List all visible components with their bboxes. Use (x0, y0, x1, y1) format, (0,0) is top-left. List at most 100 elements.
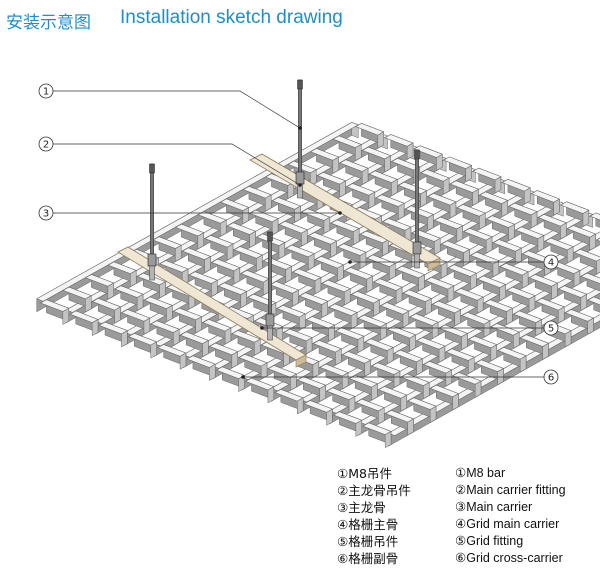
callout-circle (38, 83, 54, 99)
bar-top (409, 313, 439, 326)
bar-top (350, 290, 381, 304)
grid-cross-bar (377, 386, 408, 412)
bar-top (330, 219, 360, 233)
bar-top (341, 351, 372, 364)
bar-top (91, 297, 122, 311)
bar-top (390, 157, 421, 171)
grid-cross-bar (587, 296, 600, 313)
bar-top (447, 264, 478, 277)
bar-top (416, 337, 446, 350)
bar-top (452, 372, 482, 385)
grid-cross-bar (449, 180, 480, 206)
bar-top (186, 355, 216, 368)
grid-cross-bar (127, 332, 158, 359)
grid-cross-bar (157, 344, 187, 370)
grid-cross-bar (91, 297, 122, 324)
callout-6: 6 (241, 369, 559, 385)
grid-cross-bar (483, 299, 514, 325)
grid-cross-bar (440, 240, 471, 267)
callout-2: 2 (38, 136, 302, 187)
grid-cross-bar (217, 282, 248, 309)
grid-cross-bar (442, 156, 473, 183)
grid-cross-bar (197, 211, 227, 237)
legend-item-en: ④Grid main carrier (455, 517, 560, 531)
grid-cross-bar (242, 185, 272, 212)
bar-top (377, 386, 408, 399)
bar-top (476, 275, 507, 289)
grid-cross-bar (341, 351, 372, 377)
bar-top (361, 146, 392, 160)
bar-top (544, 237, 574, 251)
grid-cross-bar (375, 194, 405, 220)
bar-top (397, 181, 428, 195)
grid-cross-bar (452, 372, 482, 398)
grid-cross-bar (454, 288, 484, 314)
bar-top (305, 316, 336, 329)
bar-top (463, 227, 493, 241)
bar-top (267, 365, 298, 378)
grid-cross-bar (361, 146, 392, 173)
bar-top (62, 286, 92, 300)
legend-item-en: ⑥Grid cross-carrier (455, 551, 563, 565)
bar-top (461, 311, 491, 325)
bar-top (519, 334, 550, 347)
bar-top (332, 411, 363, 424)
bar-top (375, 194, 405, 207)
grid-cross-bar (519, 334, 550, 360)
bar-top (334, 327, 365, 340)
grid-cross-bar (514, 226, 545, 253)
grid-cross-bar (422, 360, 453, 387)
bar-top (208, 342, 239, 356)
grid-cross-bar (312, 339, 343, 366)
bar-top (537, 213, 568, 227)
grid-cross-bar (355, 398, 385, 425)
grid-cross-bar (551, 261, 581, 288)
bar-top (355, 398, 385, 412)
grid-cross-bar (364, 338, 394, 365)
bar-top (319, 363, 349, 377)
grid-cross-bar (478, 191, 509, 218)
grid-cross-bar (84, 274, 115, 300)
grid-cross-bar (368, 170, 399, 197)
grid-cross-bar (501, 178, 531, 205)
bar-top (316, 171, 347, 185)
legend-item-en: ②Main carrier fitting (455, 483, 566, 497)
bar-top (242, 185, 272, 199)
grid-cross-bar (348, 374, 379, 401)
bar-top (485, 215, 516, 228)
bar-end (596, 258, 600, 275)
bar-top (188, 271, 219, 284)
grid-cross-bar (379, 302, 410, 328)
grid-cross-bar (566, 225, 597, 251)
callout-circle (543, 320, 559, 336)
bar-top (379, 302, 410, 315)
grid-cross-bar (413, 145, 444, 171)
grid-cross-bar (371, 362, 401, 388)
bar-top (314, 255, 345, 269)
grid-cross-bar (181, 247, 212, 274)
grid-cross-bar (303, 400, 334, 426)
bar-top (580, 272, 600, 284)
carrier-fitting (295, 171, 305, 185)
grid-cross-bar (400, 373, 430, 400)
bar-top (328, 303, 358, 317)
callout-number: 4 (548, 258, 554, 269)
bar-top (362, 422, 392, 436)
callout-number: 5 (548, 324, 554, 335)
legend-english: ①M8 bar ②Main carrier fitting ③Main carr… (455, 465, 566, 567)
grid-cross-bar (238, 353, 268, 380)
bar-top (226, 222, 257, 235)
callout-leader (53, 90, 301, 129)
bar-top (181, 247, 212, 261)
grid-cross-bar (210, 258, 241, 285)
bar-top (120, 309, 151, 322)
bar-top (244, 377, 275, 391)
bar-top (497, 346, 527, 360)
grid-cross-bar (469, 251, 500, 278)
grid-cross-bar (332, 135, 362, 162)
bar-top (373, 278, 403, 291)
bar-top (357, 314, 388, 328)
bar-top (404, 205, 435, 219)
bar-top (382, 218, 412, 231)
